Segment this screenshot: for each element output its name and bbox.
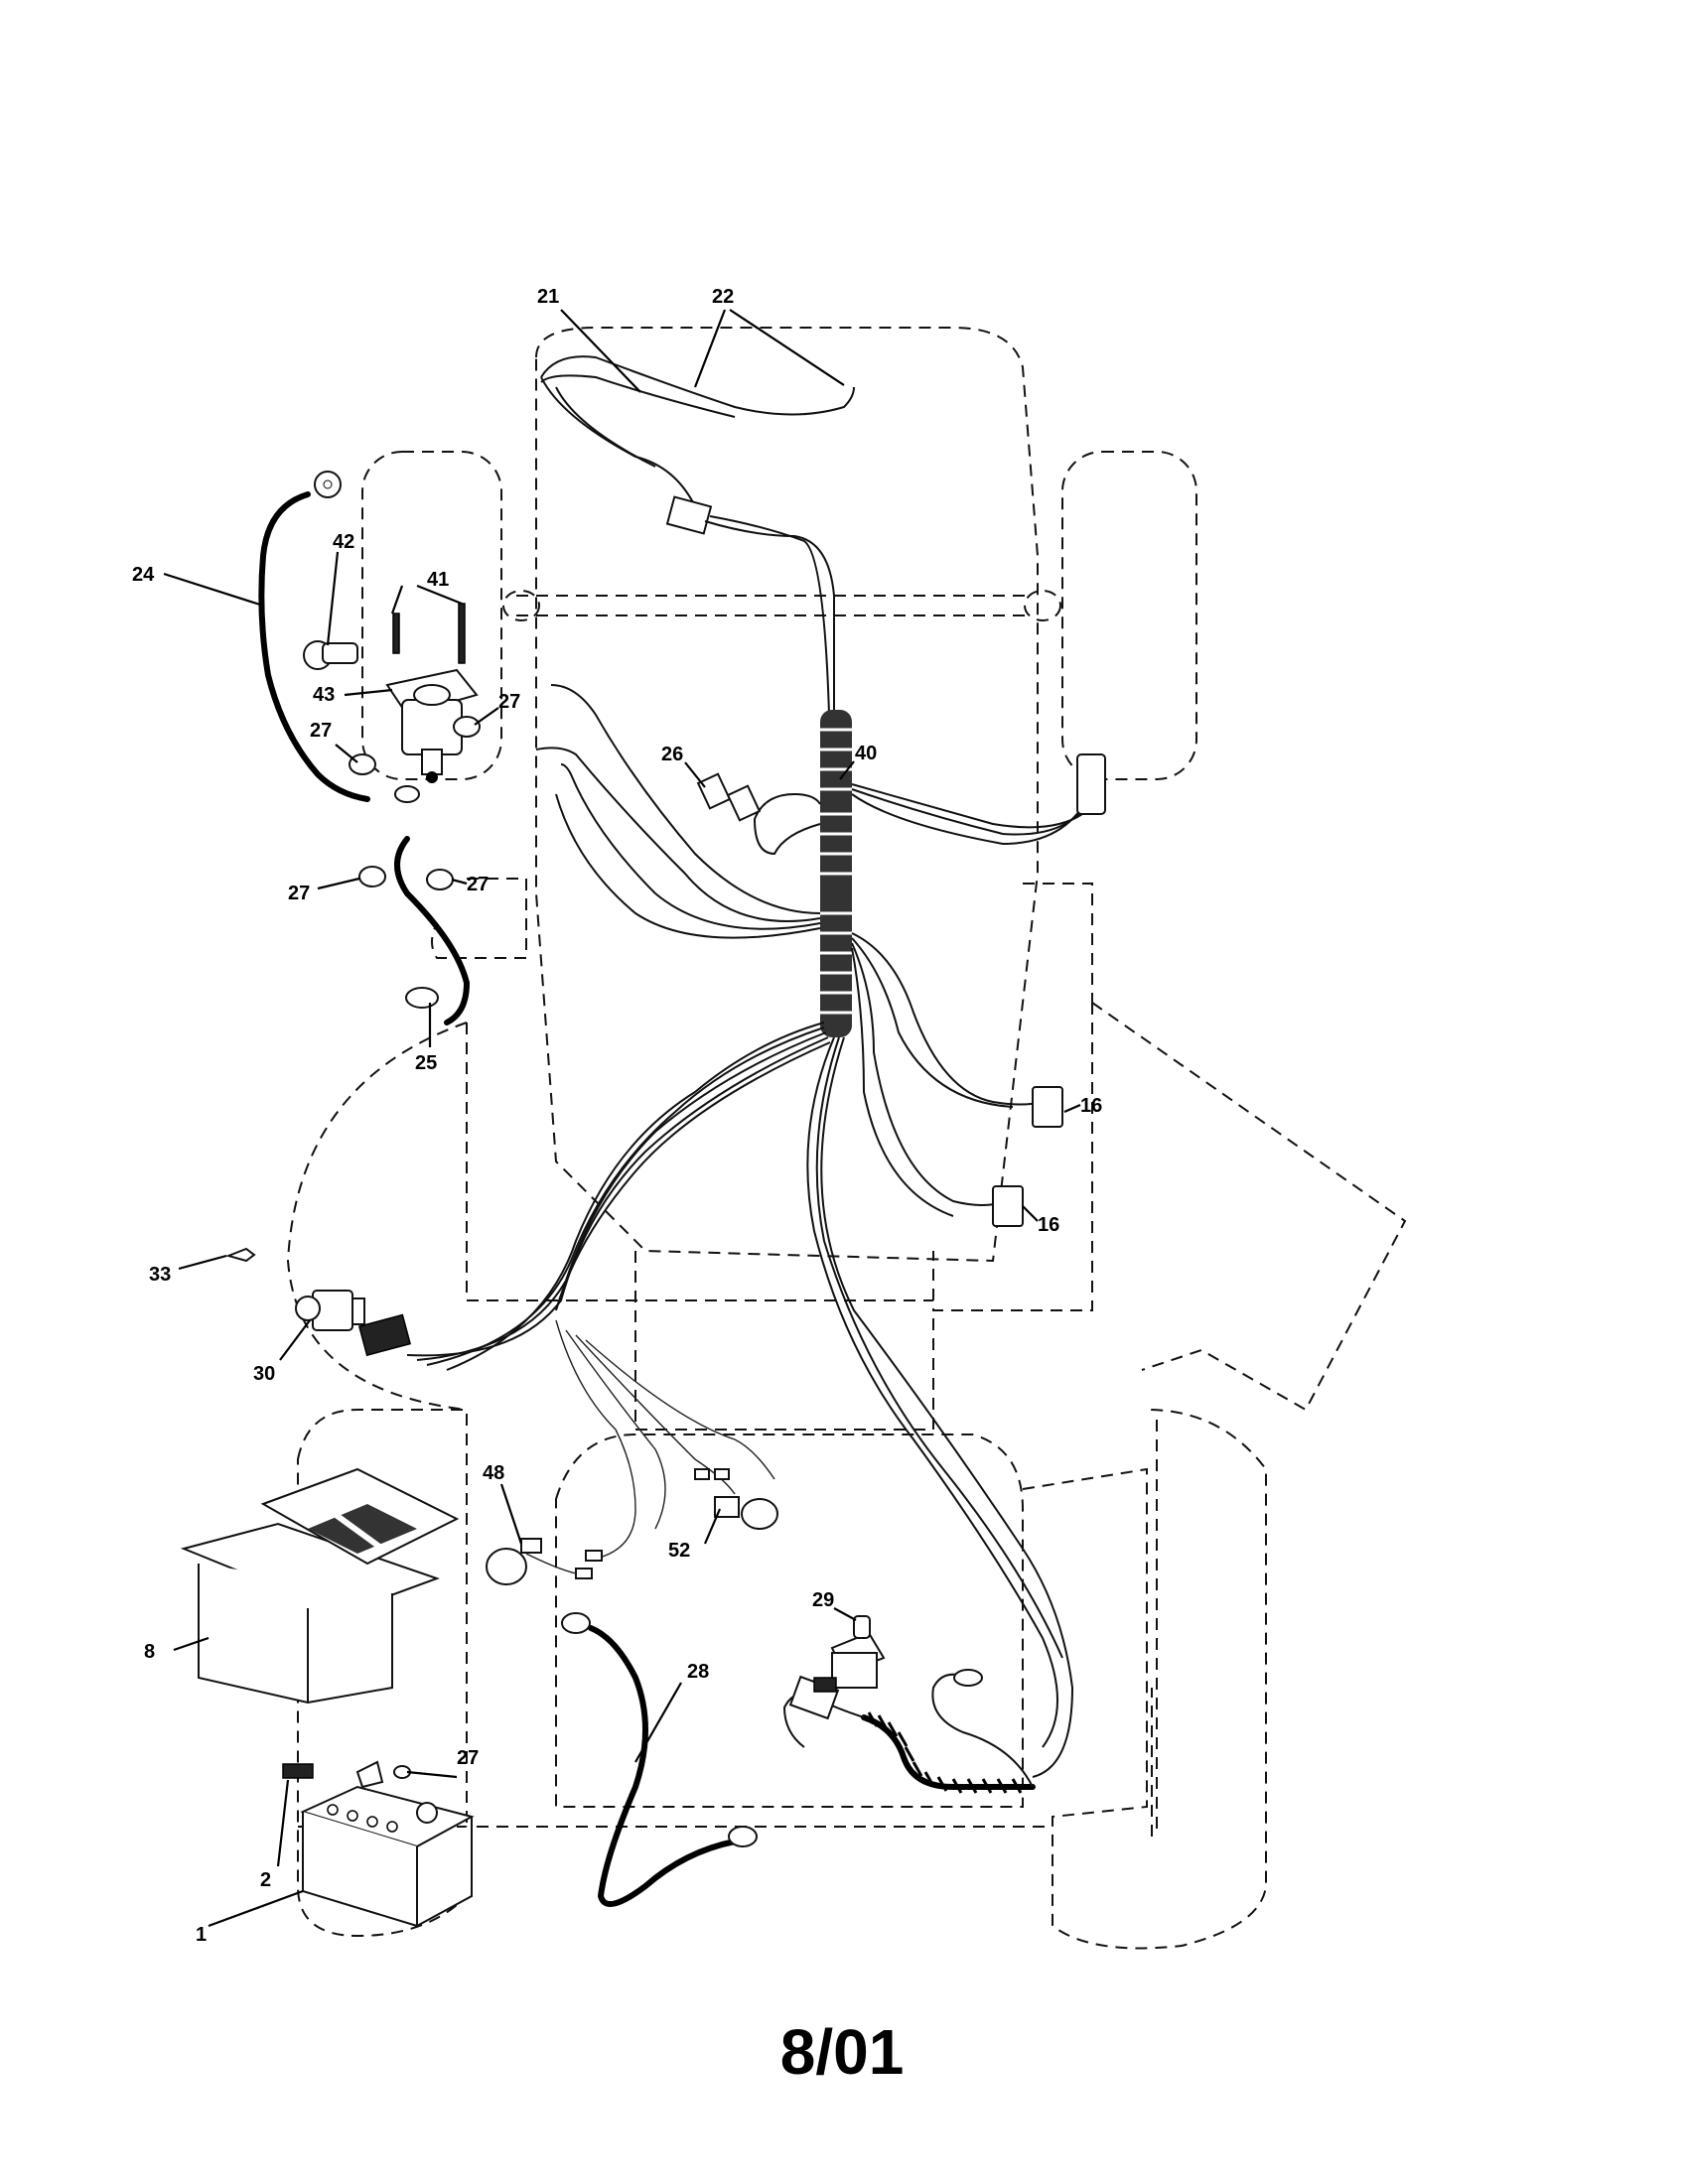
- callout-27-a: 27: [310, 720, 332, 742]
- bolts-41: [392, 603, 466, 664]
- parts: [180, 471, 886, 1928]
- callout-22: 22: [712, 286, 734, 308]
- callout-16-b: 16: [1038, 1214, 1059, 1236]
- callout-41: 41: [427, 569, 449, 591]
- terminal-42: [303, 640, 358, 670]
- bolt-2: [282, 1760, 411, 1789]
- callout-29: 29: [812, 1589, 834, 1611]
- ring-terminal-25: [405, 987, 439, 1009]
- tractor-ghost-outline: [286, 327, 1407, 1950]
- callout-28: 28: [687, 1661, 709, 1683]
- callout-30: 30: [253, 1363, 275, 1385]
- callout-2: 2: [260, 1869, 271, 1891]
- callout-48: 48: [483, 1462, 504, 1484]
- callout-52: 52: [668, 1540, 690, 1562]
- callout-42: 42: [333, 531, 354, 553]
- switch-29: [813, 1615, 886, 1693]
- callout-27-c: 27: [288, 883, 310, 904]
- callout-43: 43: [313, 684, 335, 706]
- callout-27-e: 27: [457, 1747, 479, 1769]
- connector-26: [696, 772, 762, 822]
- callout-27-d: 27: [467, 874, 489, 895]
- callout-25: 25: [415, 1052, 437, 1074]
- callout-8: 8: [144, 1641, 155, 1663]
- battery-1: [300, 1785, 475, 1928]
- main-wire-harness: [406, 355, 1106, 1794]
- bulb-48: [486, 1538, 603, 1585]
- page-code: 8/01: [779, 2016, 905, 2088]
- callouts: 21 22 24 42 41 43 27 27 27 27 25 26 40 1…: [132, 286, 1102, 1946]
- ignition-switch-30: [295, 1290, 412, 1357]
- harness-sleeve: [820, 710, 852, 1037]
- callout-27-b: 27: [498, 691, 520, 713]
- key-33: [224, 1247, 256, 1263]
- callout-26: 26: [661, 744, 683, 765]
- leader-lines: [163, 309, 1081, 1928]
- bulb-52: [694, 1468, 778, 1530]
- callout-40: 40: [855, 743, 877, 764]
- callout-16-a: 16: [1080, 1095, 1102, 1117]
- solenoid-43: [385, 668, 479, 783]
- callout-24: 24: [132, 564, 155, 586]
- callout-21: 21: [537, 286, 559, 308]
- callout-33: 33: [149, 1264, 171, 1286]
- nuts-27: [349, 716, 481, 890]
- battery-box-8: [180, 1467, 460, 1705]
- callout-1: 1: [196, 1924, 207, 1946]
- ring-terminals-28: [561, 1612, 758, 1847]
- coiled-cable: [861, 1711, 1036, 1794]
- ring-terminal-24: [314, 471, 342, 498]
